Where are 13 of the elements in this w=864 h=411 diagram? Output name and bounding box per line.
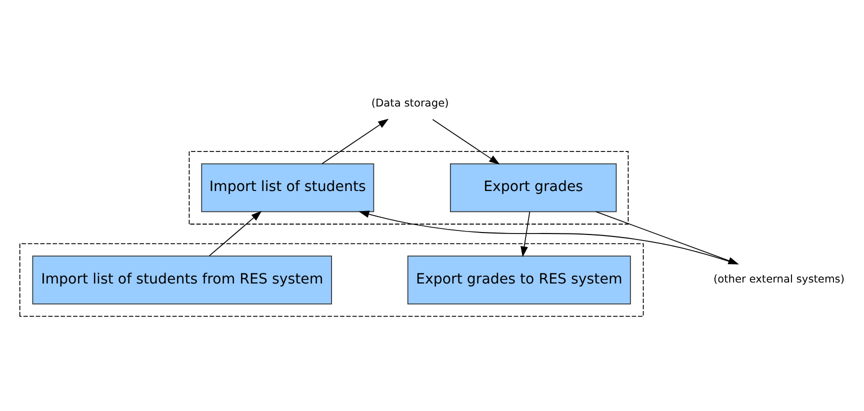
arrow [432, 119, 500, 164]
arrow [208, 210, 262, 256]
cluster [19, 243, 644, 317]
node-box: Export grades to RES system [407, 256, 631, 304]
cluster [188, 150, 629, 225]
arrow [322, 118, 389, 164]
arrow [520, 211, 530, 258]
node-box: Export grades [450, 163, 617, 212]
node-box: Import list of students from RES system [32, 256, 332, 304]
node-box: Import list of students [201, 163, 374, 212]
node-text: (other external systems) [713, 272, 844, 286]
node-text: (Data storage) [371, 96, 449, 110]
arrow [358, 210, 738, 264]
